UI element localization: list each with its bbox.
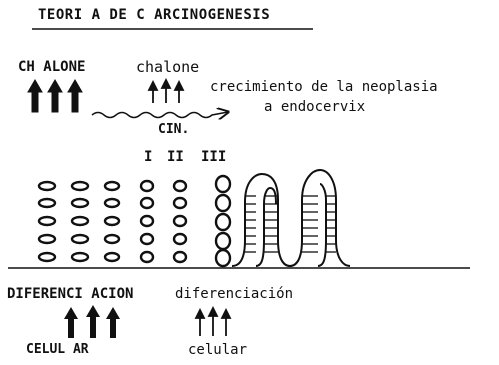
- thick-up-arrow-icon: [48, 80, 62, 112]
- epithelial-cell: [174, 181, 186, 191]
- epithelial-cell: [39, 217, 55, 225]
- gland-cell-lining: [245, 196, 336, 252]
- wavy-growth-arrow-icon: [92, 112, 228, 118]
- epithelial-cell: [216, 233, 230, 249]
- epithelial-cell: [216, 250, 230, 266]
- epithelial-cell: [105, 199, 119, 207]
- epithelial-cell: [72, 199, 88, 207]
- thick-up-arrow-icon: [68, 80, 82, 112]
- epithelial-cell: [141, 181, 153, 191]
- epithelial-cell: [105, 253, 119, 261]
- epithelial-cell: [105, 235, 119, 243]
- epithelial-cell: [72, 217, 88, 225]
- epithelial-cell: [216, 195, 230, 211]
- thick-up-arrow-icon: [86, 305, 100, 338]
- epithelium-cells: [39, 176, 230, 266]
- epithelial-cell: [39, 253, 55, 261]
- epithelial-cell: [105, 217, 119, 225]
- epithelial-cell: [174, 252, 186, 262]
- epithelial-cell: [174, 234, 186, 244]
- epithelial-cell: [174, 198, 186, 208]
- epithelial-cell: [141, 216, 153, 226]
- chalone-strong-arrows: [28, 80, 82, 112]
- epithelial-cell: [39, 235, 55, 243]
- epithelial-cell: [72, 235, 88, 243]
- differentiation-strong-arrows: [64, 305, 120, 338]
- epithelial-cell: [39, 182, 55, 190]
- epithelial-cell: [105, 182, 119, 190]
- epithelial-cell: [216, 176, 230, 192]
- thick-up-arrow-icon: [64, 307, 78, 338]
- epithelial-cell: [72, 182, 88, 190]
- epithelial-cell: [141, 198, 153, 208]
- chalone-weak-arrows: [149, 80, 183, 103]
- epithelial-cell: [141, 252, 153, 262]
- differentiation-weak-arrows: [196, 308, 230, 336]
- thick-up-arrow-icon: [106, 307, 120, 338]
- thick-up-arrow-icon: [28, 80, 42, 112]
- epithelial-cell: [72, 253, 88, 261]
- epithelial-cell: [141, 234, 153, 244]
- epithelial-cell: [216, 214, 230, 230]
- epithelial-cell: [174, 216, 186, 226]
- epithelial-cell: [39, 199, 55, 207]
